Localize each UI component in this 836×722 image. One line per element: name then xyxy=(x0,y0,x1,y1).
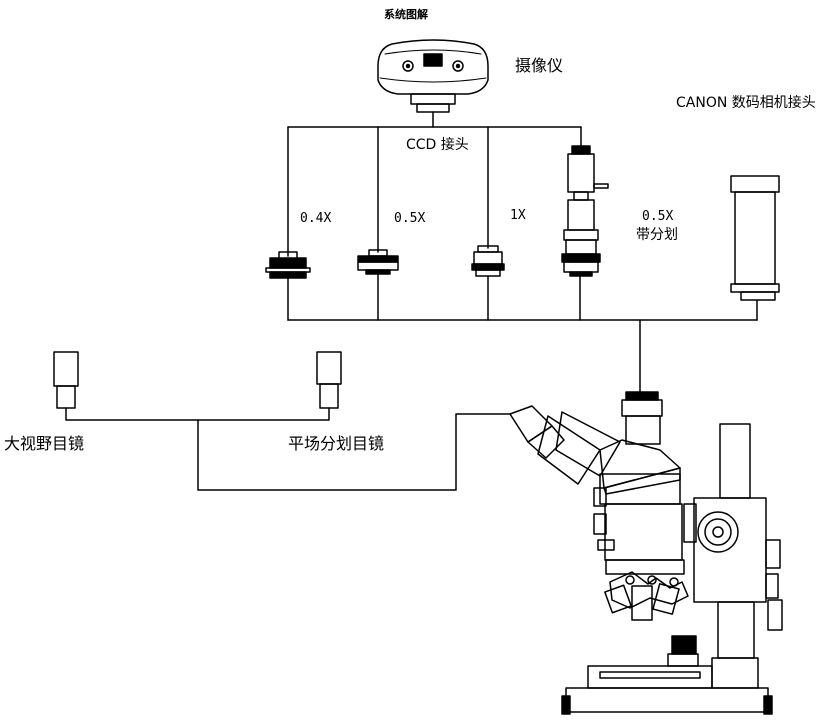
adapter-05x-label: 0.5X xyxy=(394,211,426,226)
microscope-icon xyxy=(509,391,783,715)
adapter-1x-icon xyxy=(471,245,505,277)
camera-icon xyxy=(377,39,489,113)
adapter-04x-label: 0.4X xyxy=(300,211,332,226)
eyepiece-reticle-icon xyxy=(316,351,342,409)
canon-adapter-label: CANON 数码相机接头 xyxy=(676,95,816,111)
adapter-05x-reticle-sublabel: 带分划 xyxy=(636,227,678,243)
camera-label: 摄像仪 xyxy=(515,56,564,75)
adapter-04x-icon xyxy=(265,251,311,279)
adapter-1x-label: 1X xyxy=(510,208,526,223)
eyepiece-reticle-label: 平场分划目镜 xyxy=(288,434,385,453)
diagram-title: 系统图解 xyxy=(384,8,428,21)
ccd-adapter-label: CCD 接头 xyxy=(406,137,469,153)
adapter-05x-reticle-label: 0.5X xyxy=(642,209,674,224)
canon-adapter-icon xyxy=(730,175,780,301)
adapter-05x-icon xyxy=(357,249,399,275)
adapter-05x-reticle-icon xyxy=(561,145,609,277)
eyepiece-wide-icon xyxy=(53,351,79,409)
connection-lines xyxy=(65,111,758,491)
eyepiece-wide-label: 大视野目镜 xyxy=(4,434,85,453)
